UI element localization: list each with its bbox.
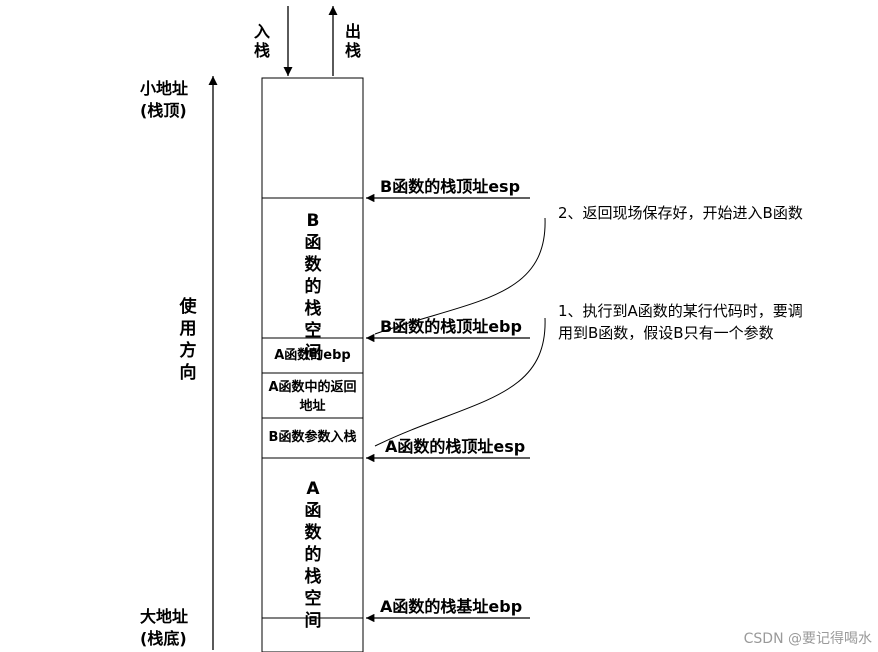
direction-label: 使用方向 — [179, 297, 197, 383]
a-ebp-base-label: A函数的栈基址ebp — [380, 597, 523, 616]
step2-note: 2、返回现场保存好，开始进入B函数 — [558, 204, 803, 222]
step1-note: 1、执行到A函数的某行代码时，要调用到B函数，假设B只有一个参数 — [558, 302, 803, 342]
b-esp-label: B函数的栈顶址esp — [380, 177, 521, 196]
curve-step1 — [374, 317, 546, 447]
pop-label: 出 栈 — [345, 22, 362, 60]
low-address-label: 小地址 (栈顶) — [140, 79, 189, 120]
watermark: CSDN @要记得喝水 — [743, 631, 872, 647]
b-ebp-label: B函数的栈顶址ebp — [380, 317, 522, 336]
b-stack-space-label: B函数的栈空间 — [304, 211, 322, 363]
high-address-label: 大地址 (栈底) — [140, 607, 189, 648]
a-esp-label: A函数的栈顶址esp — [385, 437, 526, 456]
push-label: 入 栈 — [254, 22, 271, 60]
curve-step2 — [374, 217, 546, 335]
stack-column — [261, 77, 364, 652]
a-return-address-cell: A函数中的返回地址 — [268, 380, 357, 414]
a-stack-space-label: A函数的栈空间 — [304, 479, 322, 631]
b-param-push-cell: B函数参数入栈 — [268, 430, 357, 445]
a-ebp-cell: A函数的ebp — [274, 348, 351, 363]
